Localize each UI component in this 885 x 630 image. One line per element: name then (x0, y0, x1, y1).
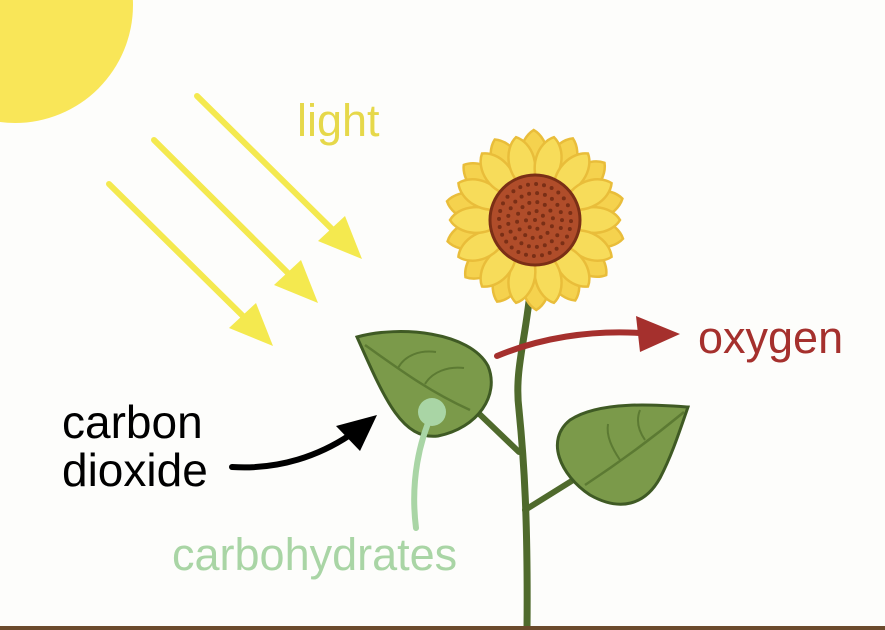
seed-dot (531, 254, 536, 258)
seed-dot (534, 209, 539, 214)
right-leaf-stalk (522, 474, 581, 513)
light-rays (106, 93, 362, 346)
seed-dot (524, 218, 528, 223)
stem (514, 279, 535, 630)
seed-dot (548, 208, 553, 213)
seed-dot (538, 235, 543, 240)
light-label: light (297, 95, 380, 146)
seed-dot (518, 185, 523, 190)
seed-dot (505, 194, 510, 199)
oxygen-label: oxygen (698, 312, 844, 363)
seed-dot (554, 246, 559, 251)
seed-dot (527, 200, 532, 205)
seed-dot (520, 205, 525, 210)
seed-dot (506, 213, 511, 218)
seed-dot (498, 209, 503, 213)
seed-dot (565, 234, 569, 239)
seed-dot (526, 244, 531, 249)
seed-dot (549, 224, 554, 229)
flower-seeds (497, 182, 573, 258)
seed-dot (549, 186, 554, 190)
seed-dot (556, 190, 561, 195)
seed-dot (501, 201, 505, 206)
seed-dot (545, 230, 550, 235)
seed-dot (519, 194, 524, 199)
seed-dot (524, 252, 528, 257)
seed-dot (560, 241, 565, 246)
seed-dot (542, 243, 547, 248)
seed-dot (497, 225, 502, 229)
seed-dot (567, 227, 572, 231)
carbon-dioxide-label: carbon dioxide (62, 398, 208, 494)
seed-dot (535, 191, 540, 196)
seed-dot (549, 196, 554, 201)
seed-dot (509, 245, 514, 250)
light-ray-2 (151, 137, 318, 303)
seed-dot (540, 213, 545, 218)
seed-dot (555, 233, 560, 238)
seed-dot (542, 202, 547, 207)
seed-dot (558, 226, 563, 230)
seed-dot (515, 219, 520, 224)
carbon-dioxide-label-line2: dioxide (62, 444, 208, 496)
seed-dot (516, 250, 521, 254)
seed-dot (497, 216, 501, 221)
seed-dot (508, 229, 513, 234)
seed-dot (534, 182, 539, 186)
seed-dot (523, 233, 528, 238)
seed-dot (569, 219, 573, 224)
seed-dot (535, 226, 540, 231)
seed-dot (526, 182, 530, 187)
seed-dot (550, 216, 555, 221)
carbohydrates-pointer (411, 398, 446, 531)
seed-dot (506, 221, 511, 226)
seed-dot (542, 192, 547, 197)
seed-dot (560, 218, 564, 223)
seed-dot (527, 191, 532, 196)
seed-dot (504, 239, 509, 244)
seed-dot (517, 227, 522, 232)
seed-dot (519, 241, 524, 246)
seed-dot (568, 211, 573, 215)
carbon-dioxide-label-line1: carbon (62, 396, 203, 448)
seed-dot (516, 211, 521, 216)
seed-dot (513, 199, 518, 204)
seed-dot (527, 211, 532, 216)
seed-dot (541, 221, 546, 226)
left-leaf (354, 330, 493, 438)
oxygen-arrow (494, 316, 680, 359)
right-leaf (555, 403, 691, 506)
seed-dot (534, 244, 539, 249)
seed-dot (511, 189, 516, 194)
seed-dot (527, 225, 532, 230)
seed-dot (513, 236, 518, 241)
seed-dot (508, 206, 513, 211)
seed-dot (565, 203, 570, 208)
seed-dot (530, 235, 535, 240)
seed-dot (500, 232, 505, 237)
seed-dot (547, 250, 552, 255)
carbon-dioxide-arrow (229, 415, 377, 471)
seed-dot (555, 202, 560, 207)
seed-dot (535, 200, 540, 205)
seed-dot (561, 196, 566, 201)
carbohydrates-label: carbohydrates (172, 529, 458, 580)
seed-dot (558, 210, 563, 215)
seed-dot (549, 239, 554, 244)
seed-dot (540, 253, 544, 258)
light-ray-3 (106, 181, 273, 346)
seed-dot (542, 183, 546, 188)
sunflower-head (445, 128, 625, 312)
seed-dot (533, 218, 537, 222)
sun (0, 0, 133, 123)
light-ray-1 (194, 93, 362, 259)
